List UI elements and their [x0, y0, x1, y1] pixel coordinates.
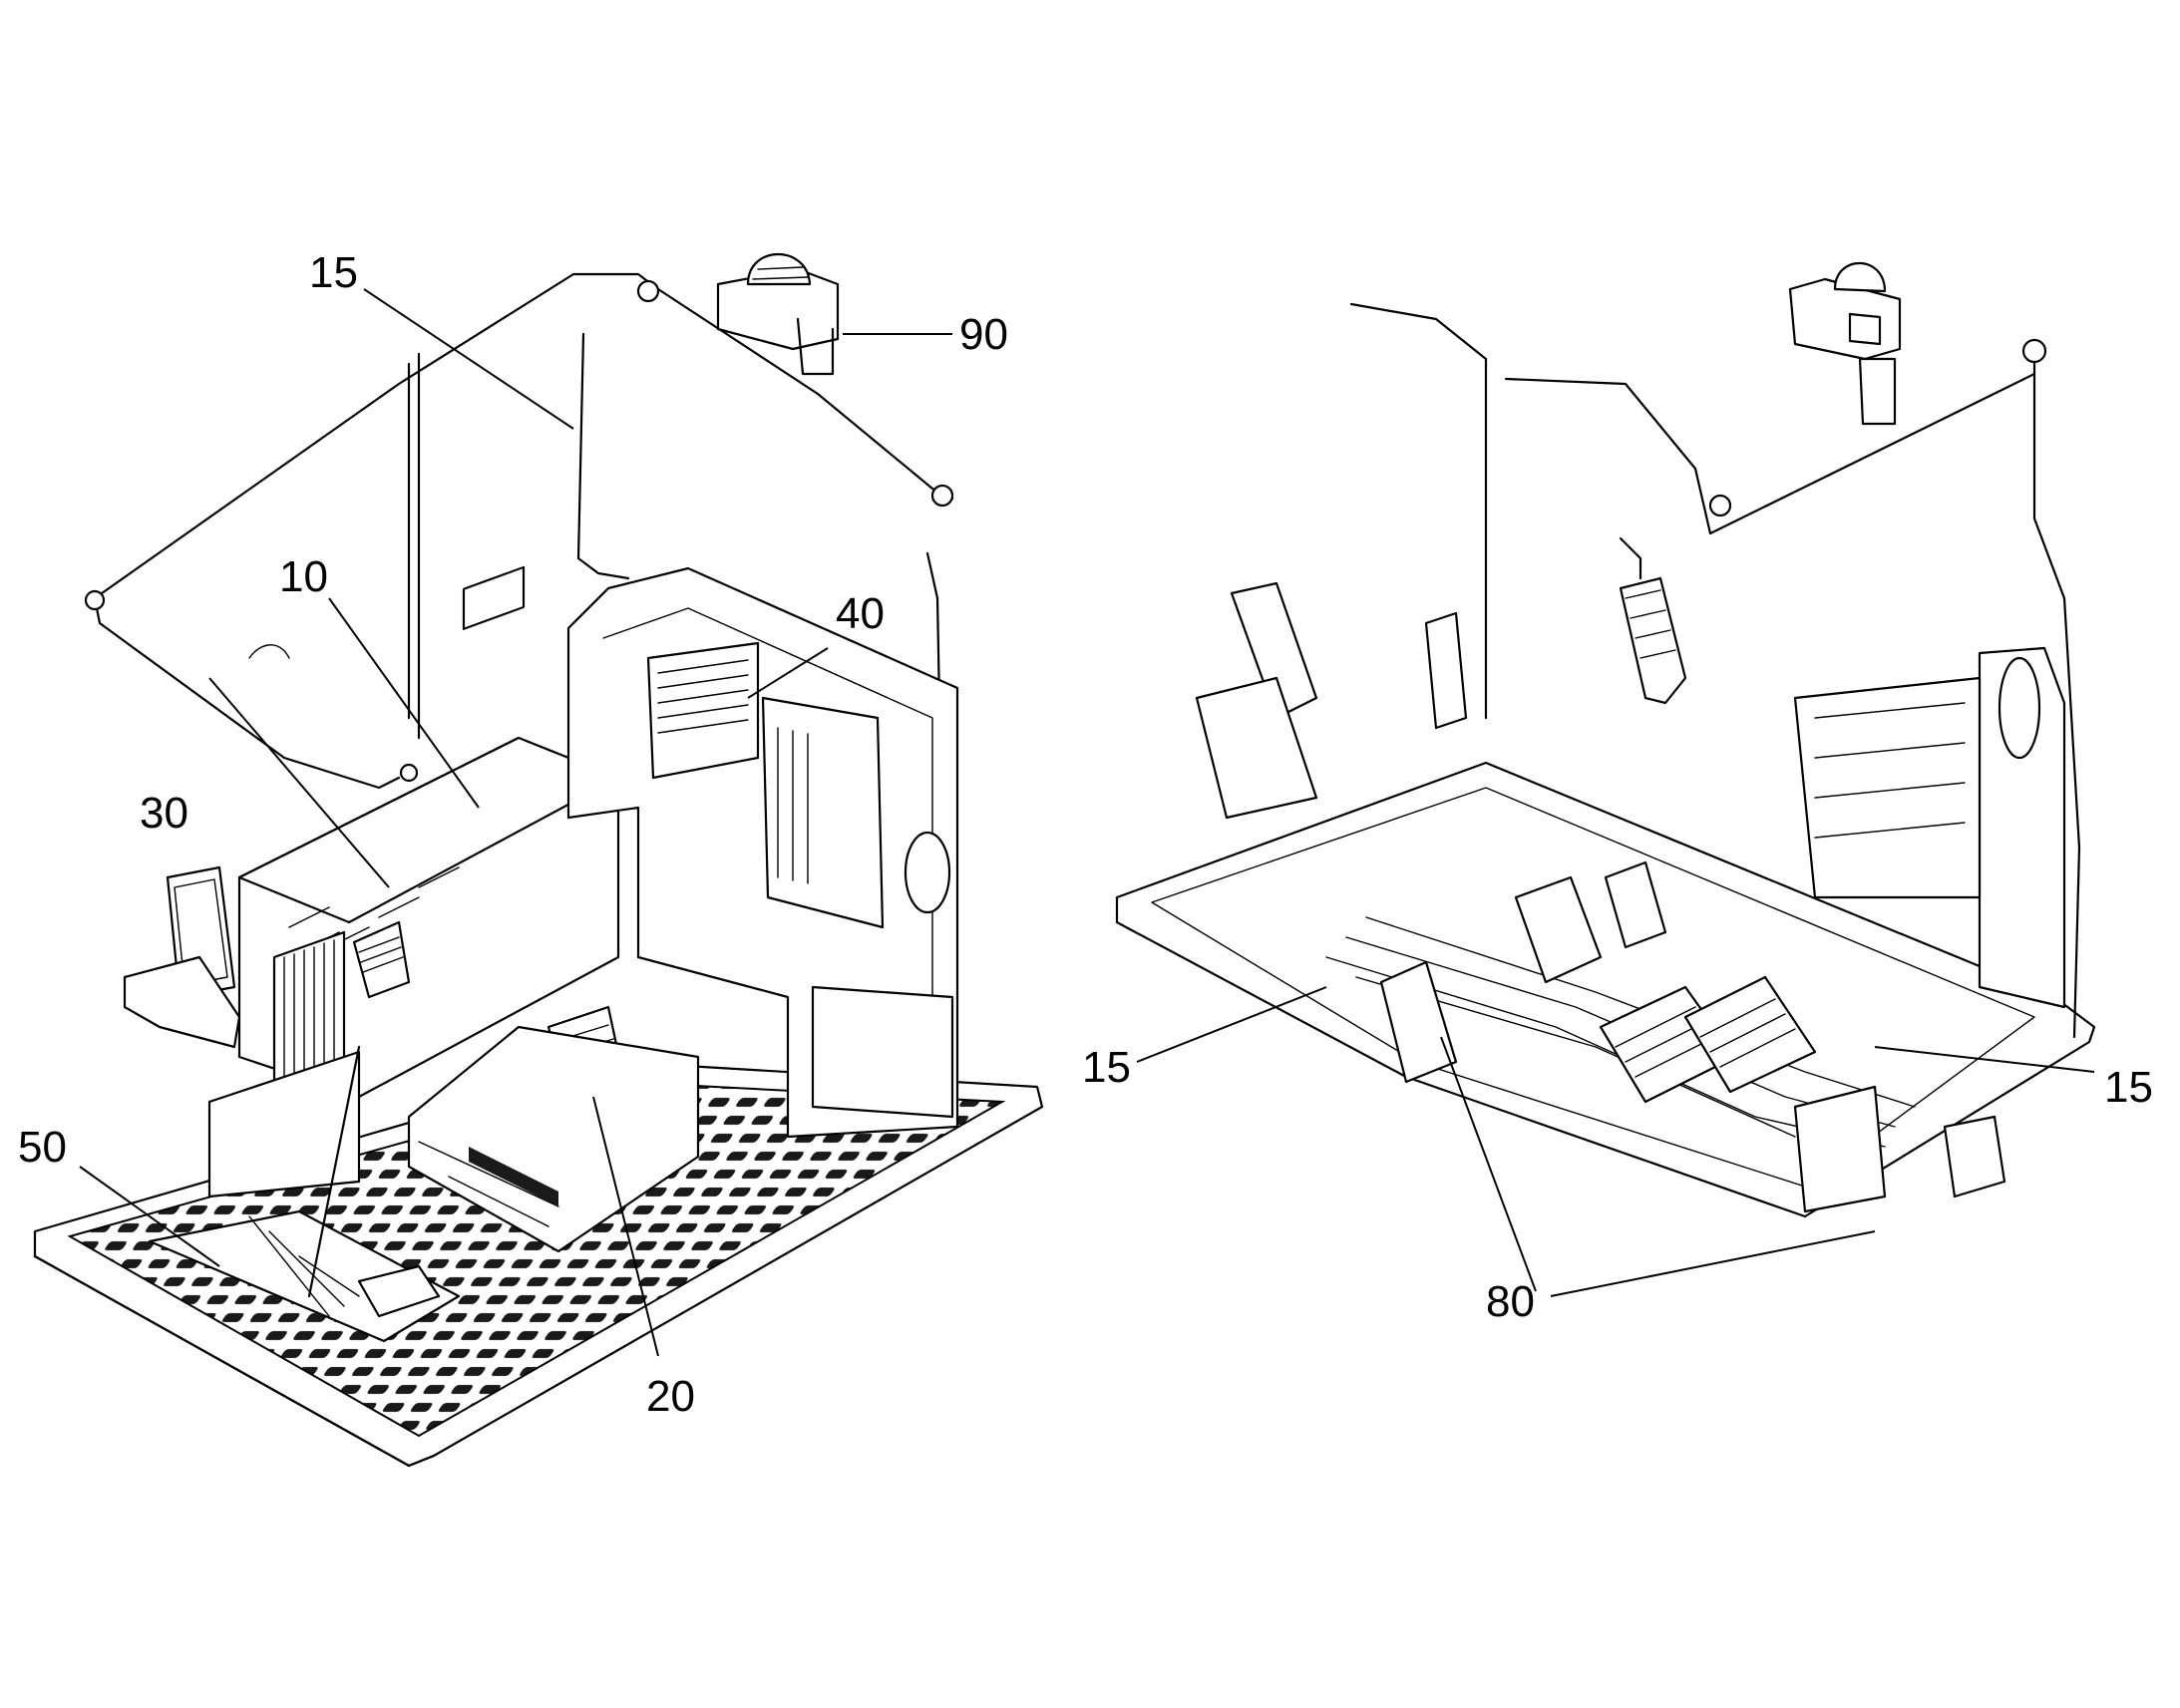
relay-modules [1379, 860, 2006, 1213]
joystick-underside [1195, 536, 1687, 820]
leader-lines [79, 288, 2095, 1357]
pedal-assembly [148, 1209, 461, 1343]
callout-20: 20 [646, 1372, 695, 1421]
right-console [207, 565, 620, 1198]
callout-15-left: 15 [1082, 1043, 1131, 1092]
callout-90: 90 [959, 310, 1008, 359]
beacon-light-rear [1788, 261, 1902, 426]
controller-b [1683, 975, 1817, 1094]
callout-15-right: 15 [2104, 1063, 2153, 1112]
right-assembly [1115, 261, 2096, 1218]
callout-50: 50 [18, 1123, 67, 1172]
callout-30: 30 [140, 789, 188, 838]
display-monitor [123, 865, 241, 1049]
callout-40: 40 [836, 589, 885, 638]
rear-cabinet [566, 566, 959, 1139]
joystick-left [307, 920, 411, 1298]
callout-80: 80 [1486, 1277, 1535, 1326]
callout-labels: 15 90 10 40 30 50 20 15 15 80 [18, 248, 2153, 1421]
cab-harness [84, 272, 954, 1129]
beacon-light [716, 252, 840, 376]
callout-10: 10 [279, 552, 328, 601]
fuse-board [761, 696, 885, 929]
rear-cabinet-underside [1793, 646, 2066, 1009]
left-assembly [33, 252, 1044, 1468]
seat-base [407, 1025, 700, 1253]
callout-15-top: 15 [309, 248, 358, 297]
control-board [646, 641, 760, 780]
